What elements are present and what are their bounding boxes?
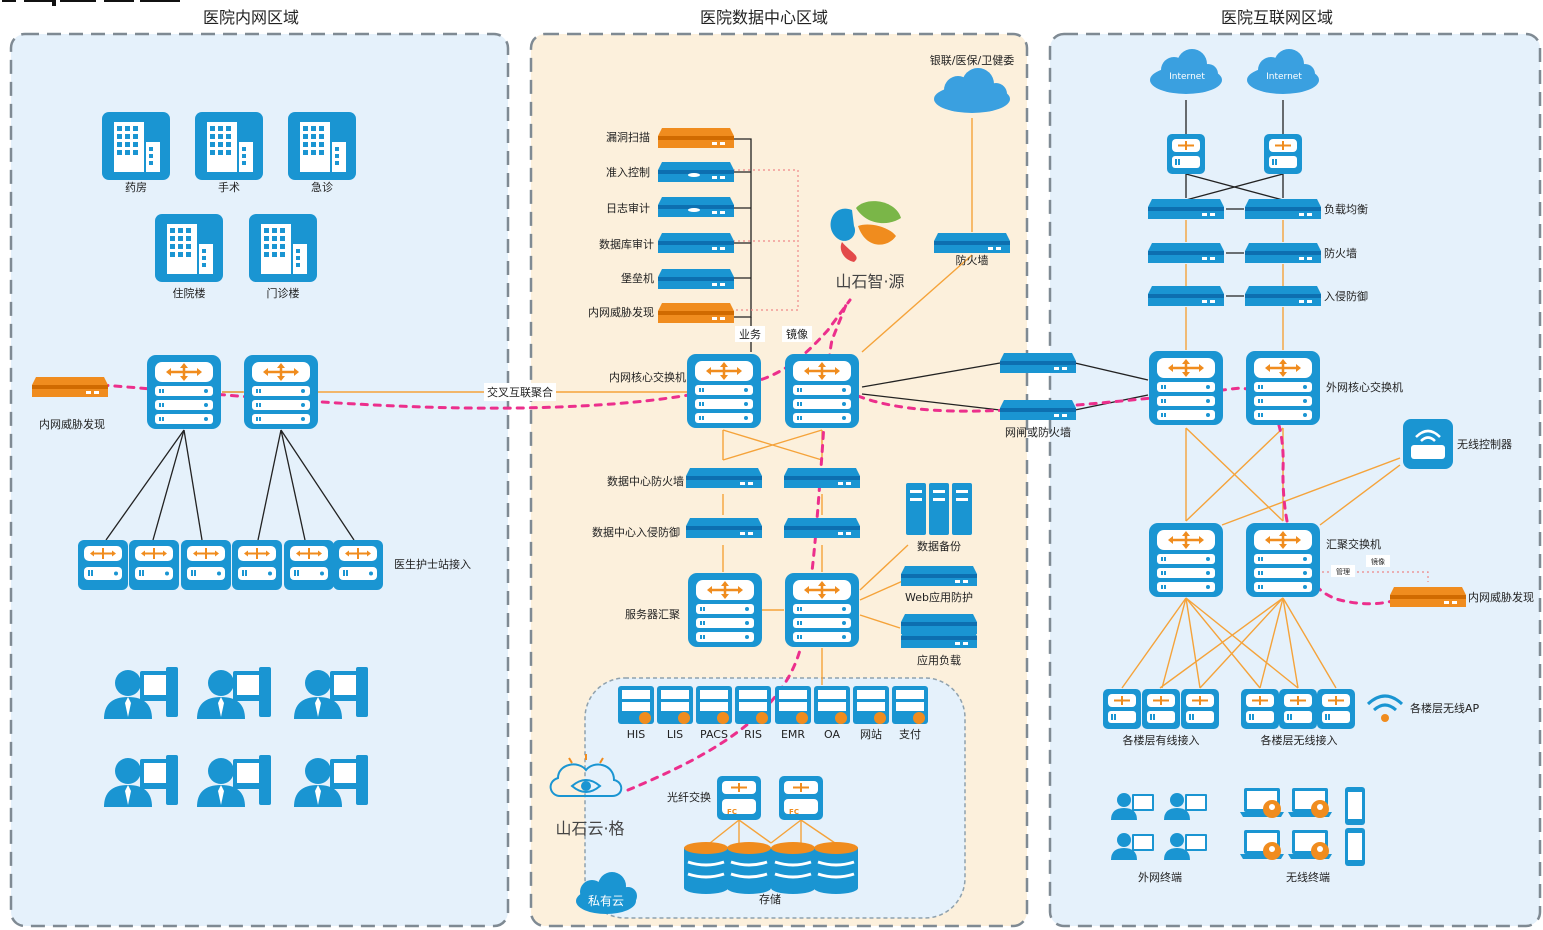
dc-core-switch-1: [685, 352, 763, 430]
app-label-lis: LIS: [667, 728, 683, 741]
ap-label: 各楼层无线AP: [1410, 701, 1480, 715]
waf-label: Web应用防护: [905, 590, 973, 604]
internet-mirror-tag: 镜像: [1371, 557, 1385, 566]
building-label-pharmacy: 药房: [125, 181, 147, 194]
internet-cloud-label-2: Internet: [1266, 72, 1302, 82]
wireless-access-label: 各楼层无线接入: [1261, 733, 1338, 747]
dc-core-switch-2: [783, 352, 861, 430]
private-cloud-icon: [576, 872, 637, 914]
app-label-pay: 支付: [899, 728, 921, 741]
external-cloud-icon: [934, 68, 1010, 113]
sec-label-log-audit: 日志审计: [606, 201, 650, 215]
app-label-his: HIS: [627, 728, 646, 741]
external-firewall-label: 防火墙: [956, 253, 989, 267]
external-label: 银联/医保/卫健委: [930, 53, 1014, 67]
intranet-threat-device: [32, 377, 108, 397]
internet-agg-label: 汇聚交换机: [1326, 537, 1381, 551]
lb-label-internet: 负载均衡: [1324, 202, 1368, 216]
building-label-outpatient: 门诊楼: [267, 286, 300, 300]
intranet-core-switch-1: [145, 353, 223, 431]
waf-device: [901, 566, 977, 586]
sec-label-nac: 准入控制: [606, 165, 650, 179]
sec-label-db-audit: 数据库审计: [599, 237, 654, 251]
fw-label-internet: 防火墙: [1324, 246, 1357, 260]
mgmt-tag-box: [1331, 565, 1355, 577]
app-label-ris: RIS: [744, 728, 762, 741]
internet-mgmt-tag: 管理: [1336, 567, 1350, 576]
fc-badge-2: FC: [789, 808, 799, 816]
app-label-pacs: PACS: [700, 728, 728, 741]
nurse-access-label: 医生护士站接入: [394, 557, 471, 571]
mirror-tag-box: [1366, 555, 1390, 567]
nurse-access-switches: [77, 539, 384, 591]
sec-label-bastion: 堡垒机: [621, 271, 654, 285]
ips-label-internet: 入侵防御: [1324, 289, 1368, 303]
wireless-controller-icon: [1403, 419, 1453, 469]
brand-logo-yunge: [549, 754, 623, 797]
core-switch-label: 内网核心交换机: [609, 370, 686, 384]
app-label-oa: OA: [824, 728, 840, 741]
sec-label-vuln-scan: 漏洞扫描: [606, 130, 650, 144]
wlc-label: 无线控制器: [1457, 437, 1512, 451]
storage-label: 存储: [759, 892, 781, 906]
link-label: 交叉互联聚合: [487, 385, 553, 399]
tag-mirror-box: [782, 326, 812, 342]
wired-access-switches: [1102, 688, 1220, 730]
wireless-terminal-label: 无线终端: [1286, 870, 1330, 884]
building-label-emergency: 急诊: [311, 180, 333, 194]
wireless-access-switches: [1240, 688, 1356, 730]
app-label-emr: EMR: [781, 728, 805, 741]
wifi-ap-icon: [1366, 694, 1404, 722]
private-cloud-region: [584, 677, 966, 919]
wireless-terminals: [1240, 787, 1365, 866]
building-label-surgery: 手术: [218, 180, 240, 194]
internet-core-label: 外网核心交换机: [1326, 380, 1403, 394]
brand-yunge-text: 山石云·格: [555, 819, 624, 838]
intranet-core-switch-2: [242, 353, 320, 431]
lb-label: 应用负载: [917, 653, 961, 667]
lb-device: [901, 614, 977, 648]
tag-mirror: 镜像: [786, 327, 808, 341]
tag-business-box: [735, 326, 765, 342]
cropped-heading-glyphs: [2, 0, 180, 6]
dc-ips-label: 数据中心入侵防御: [592, 525, 680, 539]
internet-zone-title: 医院互联网区域: [1221, 8, 1333, 27]
backup-label: 数据备份: [917, 539, 961, 553]
sec-label-threat: 内网威胁发现: [588, 305, 654, 319]
gateway-label: 网闸或防火墙: [1005, 425, 1071, 439]
building-label-inpatient: 住院楼: [173, 286, 206, 300]
external-firewall: [934, 233, 1010, 253]
tag-business: 业务: [739, 328, 761, 341]
datacenter-zone-title: 医院数据中心区域: [700, 8, 828, 27]
server-agg-switch-2: [783, 571, 861, 649]
brand-logo-zhiyuan: [830, 201, 901, 262]
dc-firewall-label: 数据中心防火墙: [607, 474, 684, 488]
internet-clouds: [1150, 49, 1319, 94]
fc-badge-1: FC: [727, 808, 737, 816]
intranet-threat-label: 内网威胁发现: [39, 417, 105, 431]
intranet-zone-title: 医院内网区域: [203, 8, 299, 27]
wired-access-label: 各楼层有线接入: [1123, 733, 1200, 747]
internet-threat-device: [1390, 587, 1466, 607]
app-label-web: 网站: [860, 727, 882, 741]
private-cloud-label: 私有云: [588, 894, 624, 908]
server-agg-label: 服务器汇聚: [625, 608, 680, 621]
fc-label: 光纤交换: [667, 790, 711, 804]
server-agg-switch-1: [686, 571, 764, 649]
brand-zhiyuan-text: 山石智·源: [835, 272, 904, 291]
storage-units: [682, 840, 860, 896]
backup-icon: [906, 483, 972, 535]
internet-cloud-label-1: Internet: [1169, 72, 1205, 82]
ext-terminal-label: 外网终端: [1138, 870, 1182, 884]
internet-threat-label: 内网威胁发现: [1468, 590, 1534, 604]
link-label-box: [484, 383, 556, 401]
